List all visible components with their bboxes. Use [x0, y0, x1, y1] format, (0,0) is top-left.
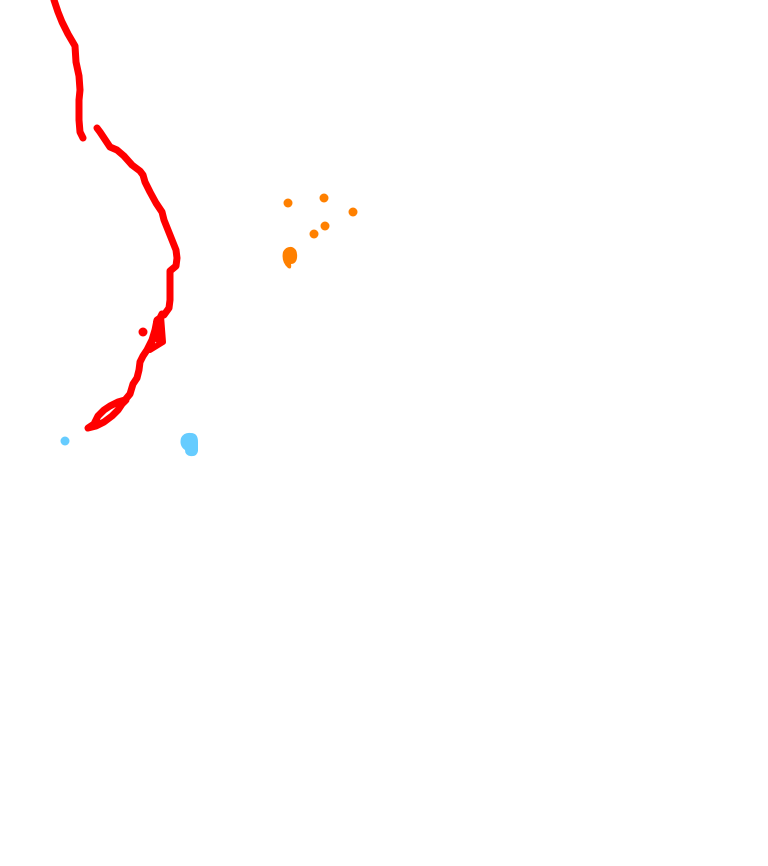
blue-marks	[60, 432, 198, 457]
orange-dot	[348, 207, 358, 217]
red-dot	[138, 327, 148, 337]
orange-dot	[309, 229, 319, 239]
red-stroke-cluster	[147, 313, 166, 353]
blue-blob	[180, 432, 198, 457]
orange-dot	[283, 198, 293, 208]
red-stroke-lower	[84, 124, 181, 432]
blue-dot	[60, 436, 70, 446]
orange-blob	[282, 246, 298, 269]
red-stroke-upper	[50, 0, 87, 142]
orange-marks	[282, 193, 358, 269]
red-strokes	[50, 0, 181, 432]
orange-dot	[319, 193, 329, 203]
orange-dot	[320, 221, 330, 231]
